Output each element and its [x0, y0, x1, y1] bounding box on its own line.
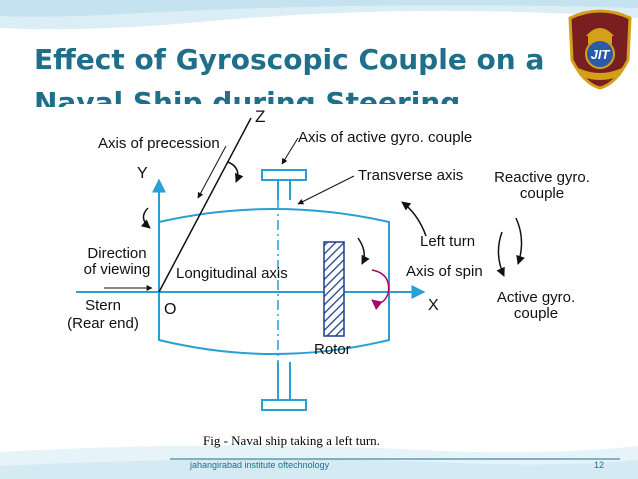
- label-axis-active-gyro: Axis of active gyro. couple: [298, 129, 472, 146]
- z-axis-line: [158, 117, 252, 293]
- top-mast: [261, 169, 307, 200]
- title-line-2: Naval Ship during Steering: [34, 86, 461, 107]
- label-direction-2: of viewing: [84, 261, 151, 278]
- rotor-arrow-top: [357, 237, 370, 265]
- logo-ribbon: [578, 68, 622, 80]
- reactive-gyro-arrow: [515, 217, 525, 265]
- ship-hull: [158, 208, 390, 355]
- label-z: Z: [255, 107, 265, 126]
- label-active-gyro-2: couple: [514, 305, 558, 322]
- rotor: [323, 241, 345, 337]
- gyroscope-ship-diagram: Z Axis of precession Axis of active gyro…: [66, 104, 606, 424]
- label-axis-of-precession: Axis of precession: [98, 135, 220, 152]
- label-longitudinal-axis: Longitudinal axis: [176, 265, 288, 282]
- logo-text: JIT: [591, 47, 611, 62]
- logo-dome: [586, 28, 614, 36]
- label-reactive-gyro-2: couple: [520, 185, 564, 202]
- jit-logo: JIT: [568, 9, 632, 90]
- left-turn-arrow: [401, 201, 427, 237]
- y-rotation-arrow: [140, 207, 151, 229]
- label-x: X: [428, 297, 439, 314]
- precession-rotation-arrow: [227, 161, 244, 183]
- label-axis-of-spin: Axis of spin: [406, 263, 483, 280]
- label-direction-1: Direction: [87, 245, 146, 262]
- label-rotor: Rotor: [314, 341, 351, 358]
- slide-title: Effect of Gyroscopic Couple on a Naval S…: [34, 38, 544, 107]
- label-y: Y: [137, 165, 148, 182]
- page-number: 12: [594, 460, 605, 470]
- label-active-gyro-1: Active gyro.: [497, 289, 575, 306]
- title-line-1: Effect of Gyroscopic Couple on a: [34, 43, 545, 76]
- active-gyro-arrow: [496, 231, 505, 277]
- label-transverse-axis: Transverse axis: [358, 167, 463, 184]
- label-stern-2: (Rear end): [67, 315, 139, 332]
- spin-arrow: [371, 269, 390, 311]
- label-stern-1: Stern: [85, 297, 121, 314]
- label-reactive-gyro-1: Reactive gyro.: [494, 169, 590, 186]
- bottom-mast: [261, 362, 307, 411]
- figure-caption: Fig - Naval ship taking a left turn.: [203, 433, 380, 448]
- label-o: O: [164, 301, 176, 318]
- footer-text: jahangirabad institute oftechnology: [190, 460, 330, 470]
- label-left-turn: Left turn: [420, 233, 475, 250]
